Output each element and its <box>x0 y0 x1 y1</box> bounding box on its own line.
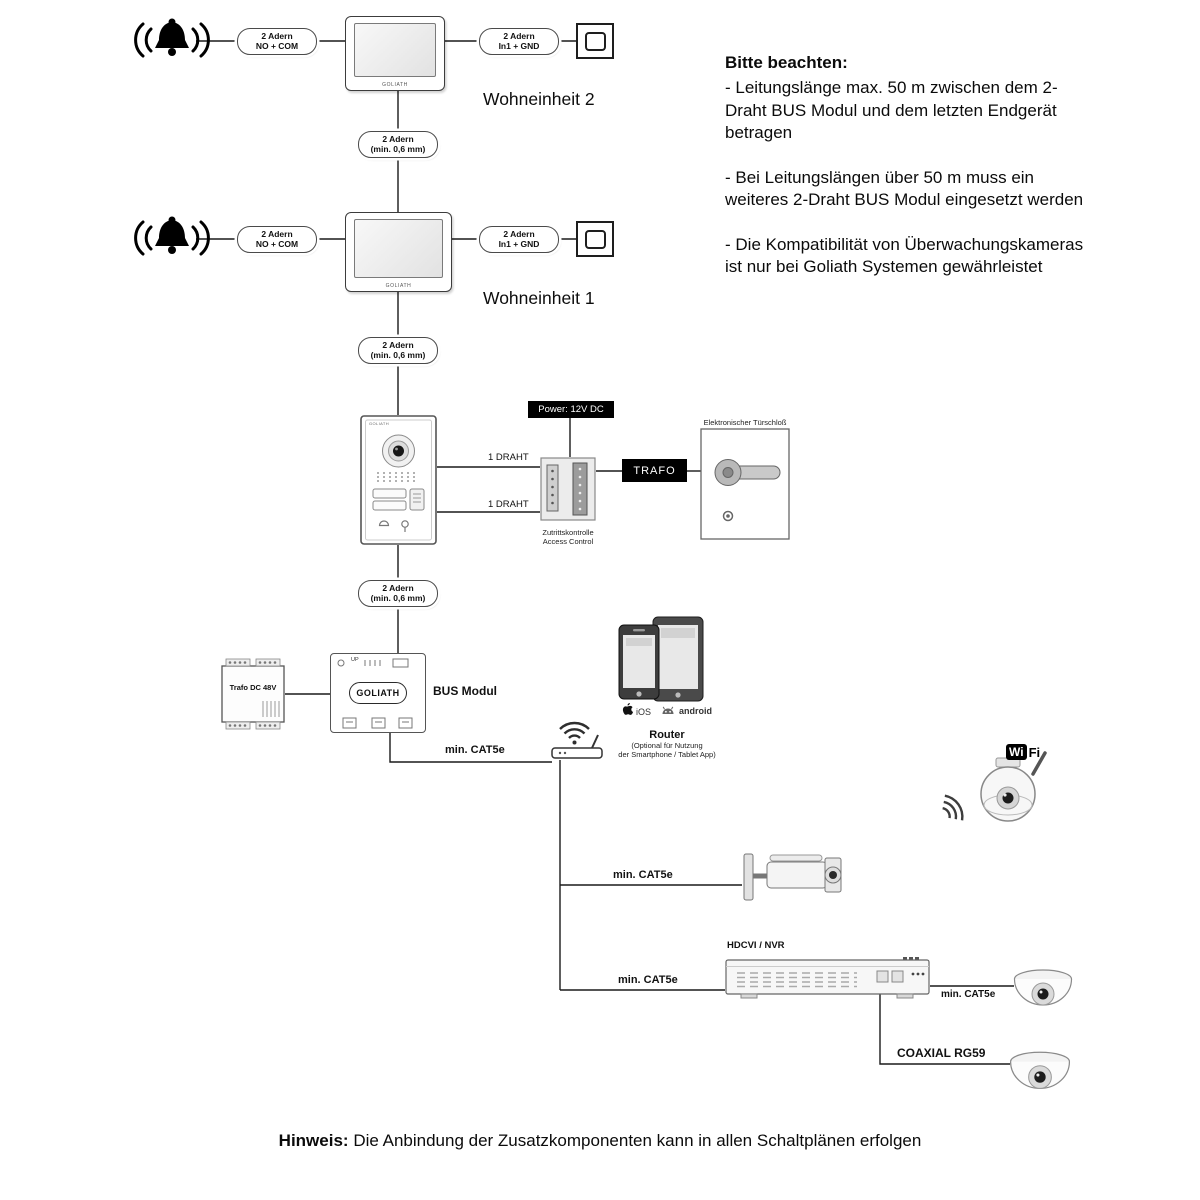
cable-label-2adern-b: 2 Adern (min. 0,6 mm) <box>358 337 438 364</box>
cable-label-no-com-unit1: 2 Adern NO + COM <box>237 226 317 253</box>
bus-module-label: BUS Modul <box>433 684 497 698</box>
access-control-label: Zutrittskontrolle Access Control <box>542 528 594 547</box>
bus-module: UP GOLIATH <box>330 653 426 733</box>
notes-para-2: - Bei Leitungslängen über 50 m muss ein … <box>725 167 1084 210</box>
cable-label-in1-gnd-unit1: 2 Adern In1 + GND <box>479 226 559 253</box>
wifi-waves-icon <box>922 784 964 830</box>
cable-label-2adern-a: 2 Adern (min. 0,6 mm) <box>358 131 438 158</box>
monitor-screen <box>354 219 443 278</box>
unit-label-1: Wohneinheit 1 <box>483 288 595 308</box>
wifi-logo: Wi Fi <box>1006 744 1040 760</box>
door-contact-unit2 <box>576 23 614 59</box>
notes-block: Bitte beachten: - Leitungslänge max. 50 … <box>725 52 1093 301</box>
power-label: Power: 12V DC <box>528 401 614 418</box>
footer-note: Hinweis: Die Anbindung der Zusatzkompone… <box>278 1131 922 1150</box>
goliath-brand: GOLIATH <box>385 283 412 289</box>
wifi-camera <box>952 748 1080 828</box>
hdcvi-nvr-label: HDCVI / NVR <box>727 940 785 951</box>
indoor-monitor-unit2: GOLIATH <box>345 16 445 91</box>
cat5e-label-dome: min. CAT5e <box>941 989 996 1000</box>
unit-label-2: Wohneinheit 2 <box>483 89 595 109</box>
cable-label-no-com-unit2: 2 Adern NO + COM <box>237 28 317 55</box>
apple-icon <box>622 703 634 715</box>
door-contact-inner <box>584 229 606 249</box>
door-lock <box>700 428 790 540</box>
bus-up-label: UP <box>351 657 359 663</box>
notes-para-3: - Die Kompatibilität von Überwachungskam… <box>725 234 1084 277</box>
psu-trafo-48v: Trafo DC 48V <box>221 657 285 731</box>
trafo-box: TRAFO <box>622 459 687 482</box>
cable-label-in1-gnd-unit2: 2 Adern In1 + GND <box>479 28 559 55</box>
access-control-unit <box>540 457 596 521</box>
bullet-camera <box>740 846 858 908</box>
bell-icon-unit2 <box>133 14 211 66</box>
cable-label-2adern-c: 2 Adern (min. 0,6 mm) <box>358 580 438 607</box>
platform-ios: iOS <box>620 702 651 717</box>
door-lock-label: Elektronischer Türschloß <box>703 418 787 427</box>
draht-label-1: 1 DRAHT <box>488 452 529 463</box>
router-icon <box>548 710 606 762</box>
monitor-screen <box>354 23 436 77</box>
smartphone-icon <box>618 624 660 702</box>
cat5e-label-router: min. CAT5e <box>445 744 505 756</box>
dome-camera-1 <box>1012 966 1074 1018</box>
bell-icon-unit1 <box>133 212 211 264</box>
door-contact-inner <box>584 31 606 51</box>
notes-heading: Bitte beachten: <box>725 53 848 72</box>
router-label: Router (Optional für Nutzung der Smartph… <box>618 729 716 759</box>
tablet-icon <box>652 616 704 704</box>
coaxial-label: COAXIAL RG59 <box>897 1046 986 1060</box>
cat5e-label-nvr: min. CAT5e <box>618 974 678 986</box>
door-station: GOLIATH <box>360 415 437 545</box>
platform-android: android <box>660 702 712 716</box>
cat5e-label-bullet: min. CAT5e <box>613 869 673 881</box>
nvr-recorder <box>725 957 930 1000</box>
android-icon <box>662 706 674 714</box>
dome-camera-2 <box>1008 1048 1072 1102</box>
goliath-brand: GOLIATH <box>382 82 408 88</box>
psu-label: Trafo DC 48V <box>229 683 277 692</box>
indoor-monitor-unit1: GOLIATH <box>345 212 452 292</box>
draht-label-2: 1 DRAHT <box>488 499 529 510</box>
door-contact-unit1 <box>576 221 614 257</box>
goliath-brand: GOLIATH <box>369 421 390 426</box>
bus-goliath-logo: GOLIATH <box>349 682 407 704</box>
notes-para-1: - Leitungslänge max. 50 m zwischen dem 2… <box>725 78 1058 143</box>
